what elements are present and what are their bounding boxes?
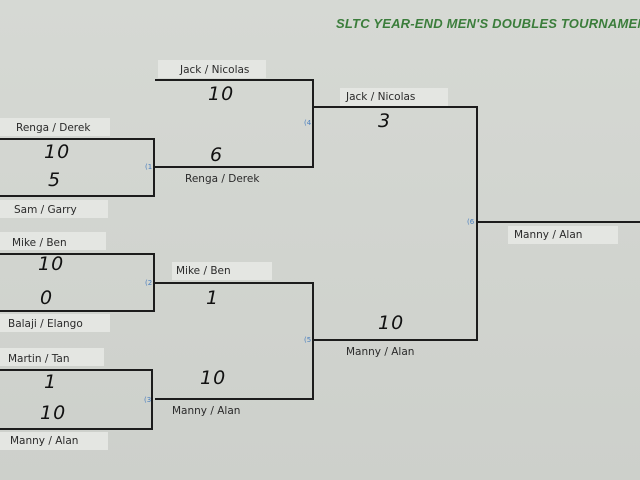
label-box <box>0 200 108 218</box>
score: 3 <box>378 110 392 132</box>
score: 5 <box>48 169 62 191</box>
label-box <box>0 432 108 450</box>
team-name: Mike / Ben <box>176 265 231 277</box>
score: 0 <box>40 287 54 309</box>
score: 10 <box>208 83 235 105</box>
bracket-line <box>153 138 155 197</box>
bracket-line <box>312 79 314 168</box>
team-name: Renga / Derek <box>16 122 91 134</box>
label-box <box>172 262 272 280</box>
match-number: (1 <box>145 163 153 171</box>
bracket-line <box>151 369 153 430</box>
bracket-line <box>312 282 314 400</box>
score: 10 <box>40 402 67 424</box>
bracket-line <box>476 106 478 341</box>
score: 10 <box>38 253 65 275</box>
match-number: (6 <box>467 218 475 226</box>
bracket-line <box>155 166 314 168</box>
bracket-line <box>0 253 155 255</box>
bracket-line <box>314 106 478 108</box>
bracket-line <box>478 221 640 223</box>
bracket-line <box>155 282 314 284</box>
label-box <box>508 226 618 244</box>
team-name: Jack / Nicolas <box>180 64 250 76</box>
bracket-line <box>314 339 478 341</box>
match-number: (2 <box>145 279 153 287</box>
score: 6 <box>210 144 224 166</box>
bracket-line <box>155 398 314 400</box>
tournament-title: SLTC YEAR-END MEN'S DOUBLES TOURNAMEN <box>336 16 640 31</box>
score: 10 <box>200 367 227 389</box>
match-number: (4 <box>304 119 312 127</box>
team-name: Balaji / Elango <box>8 318 83 330</box>
score: 10 <box>378 312 405 334</box>
score: 1 <box>206 287 220 309</box>
bracket-line <box>155 79 314 81</box>
bracket-line <box>0 310 155 312</box>
team-name: Martin / Tan <box>8 353 70 365</box>
champion-name: Manny / Alan <box>514 229 583 241</box>
score: 1 <box>44 371 58 393</box>
team-name: Mike / Ben <box>12 237 67 249</box>
label-box <box>0 232 106 250</box>
match-number: (5 <box>304 336 312 344</box>
team-name: Manny / Alan <box>346 346 415 358</box>
match-number: (3 <box>144 396 152 404</box>
bracket-line <box>153 253 155 312</box>
label-box <box>0 314 110 332</box>
label-box <box>0 118 110 136</box>
label-box <box>158 60 266 78</box>
bracket-line <box>0 428 153 430</box>
team-name: Sam / Garry <box>14 204 77 216</box>
label-box <box>340 88 448 106</box>
label-box <box>0 348 104 366</box>
bracket-line <box>0 369 153 371</box>
bracket-line <box>0 195 155 197</box>
team-name: Jack / Nicolas <box>346 91 416 103</box>
team-name: Manny / Alan <box>10 435 79 447</box>
team-name: Manny / Alan <box>172 405 241 417</box>
bracket-line <box>0 138 155 140</box>
team-name: Renga / Derek <box>185 173 260 185</box>
score: 10 <box>44 141 71 163</box>
